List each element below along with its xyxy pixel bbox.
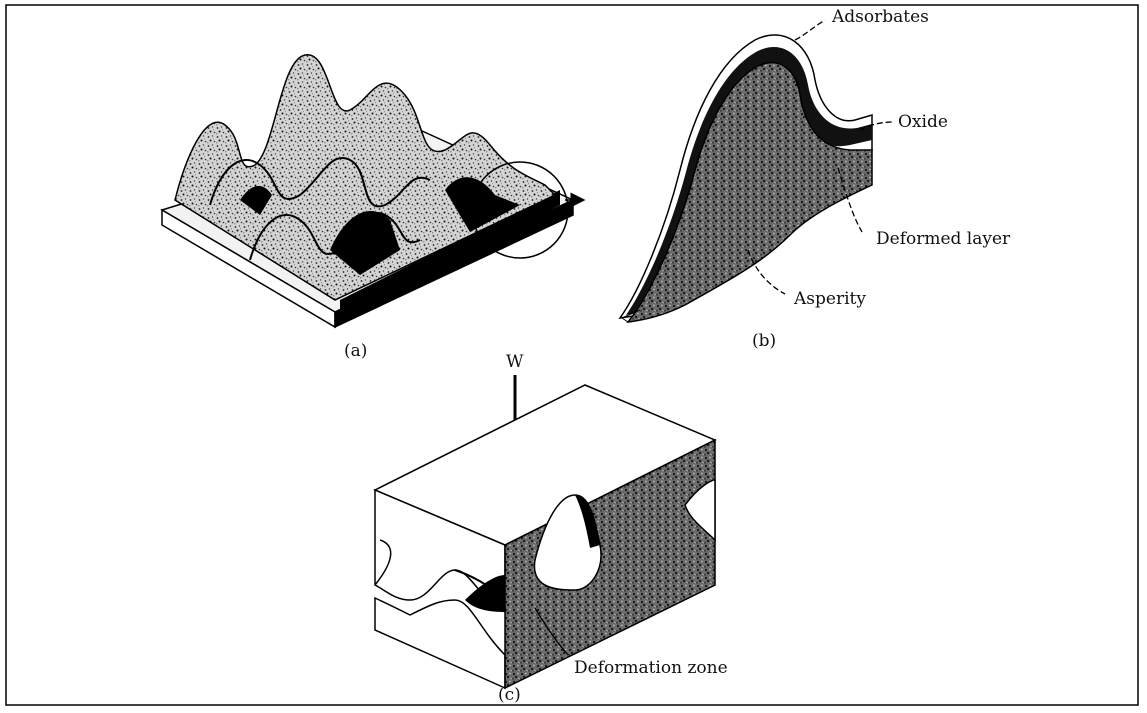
- label-oxide: Oxide: [898, 112, 948, 132]
- panel-a: (a): [162, 55, 578, 361]
- panel-c: W Deformation zone (c): [375, 352, 728, 705]
- label-deformation-zone: Deformation zone: [574, 658, 728, 678]
- leader-adsorbates: [795, 20, 825, 40]
- panel-b: Adsorbates Oxide Deformed layer Asperity…: [620, 7, 1011, 351]
- label-adsorbates: Adsorbates: [831, 7, 929, 27]
- caption-c: (c): [498, 685, 521, 705]
- load-label-w: W: [506, 352, 524, 372]
- contact-block: [375, 385, 715, 688]
- rough-surface-block: [162, 55, 573, 327]
- label-asperity: Asperity: [793, 289, 866, 309]
- caption-b: (b): [752, 331, 776, 351]
- caption-a: (a): [344, 341, 367, 361]
- asperity-cross-section: [620, 35, 872, 322]
- label-deformed-layer: Deformed layer: [876, 229, 1011, 249]
